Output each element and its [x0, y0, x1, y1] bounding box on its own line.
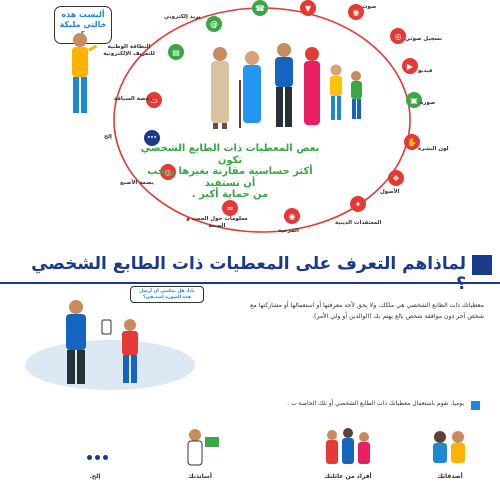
- driving-license-icon: ▭: [146, 92, 162, 108]
- at-sign-icon: @: [206, 16, 222, 32]
- ring-node-label: معلومات حول الجسد و الصحة: [186, 216, 248, 229]
- ring-node-label: إلخ: [104, 134, 112, 140]
- image-icon: ▣: [406, 92, 422, 108]
- ring-node-label: لون البشرة: [418, 146, 449, 152]
- section-title: لماذاهم التعرف على المعطيات ذات الطابع ا…: [31, 254, 466, 294]
- eye-icon: ◉: [284, 208, 300, 224]
- ring-node-label: البطاقة الوطنية للتعريف الإلكترونية: [103, 44, 155, 57]
- who-family-members: أفراد من عائلتك: [324, 473, 372, 480]
- more-dots-icon: •••: [144, 130, 160, 146]
- phone-icon: ☎: [252, 0, 268, 16]
- sensitive-data-note: بعض المعطيات ذات الطابع الشخصي تكون أكثر…: [140, 143, 320, 200]
- ring-node-label: رخصة السياقة: [114, 96, 153, 102]
- hand-icon: ✋: [404, 134, 420, 150]
- list-bullet: [471, 401, 480, 410]
- people-illustrations: [187, 428, 465, 466]
- speaking-head-icon: ◉: [348, 4, 364, 20]
- section-marker: [472, 255, 492, 275]
- data-ring-infographic: ◉صوت◎تسجيل صوتي▶فيديو▣صورة✋لون البشرة❖ال…: [0, 0, 500, 245]
- ownership-paragraph: معطياتك ذات الطابع الشخصي هي ملكك، ولا ي…: [250, 302, 484, 320]
- ring-node-label: صوت: [362, 4, 377, 10]
- section-divider: [0, 282, 500, 284]
- ring-node-label: بريد إلكتروني: [164, 14, 201, 20]
- family-tree-icon: ❖: [388, 170, 404, 186]
- child-speech-bubble: أليست هذه خالتي مليكة ؟: [54, 6, 112, 44]
- ring-node-label: فيديو: [418, 68, 433, 74]
- daily-use-lead: يوميا، تقوم باستعمال معطياتك ذات الطابع …: [287, 400, 464, 407]
- more-dots-icon: [87, 455, 108, 460]
- ring-node-label: المعتقدات الدينية: [335, 220, 382, 226]
- id-card-icon: ▤: [168, 44, 184, 60]
- video-icon: ▶: [402, 58, 418, 74]
- who-teachers: أساتذتك: [188, 473, 212, 480]
- family-illustration: [211, 43, 362, 129]
- ring-node-label: الأصول: [380, 189, 400, 195]
- who-friends: أصدقائك: [437, 473, 463, 480]
- ring-node-label: صورة: [420, 100, 436, 106]
- microphone-icon: ◎: [390, 28, 406, 44]
- son-speech-bubble: بابا، هل يمكنني أن أرسل هذه الصورة لصديق…: [130, 286, 204, 303]
- location-pin-icon: ▼: [300, 0, 316, 16]
- ring-node-label: بصمة الأصبع: [120, 180, 154, 186]
- ring-node-label: تسجيل صوتي: [405, 36, 443, 42]
- religion-icon: ✦: [350, 196, 366, 212]
- father-son-illustration: [25, 300, 195, 390]
- child-illustration: [72, 33, 98, 113]
- dna-icon: ≈: [222, 200, 238, 216]
- fingerprint-icon: ◎: [160, 164, 176, 180]
- ring-node-label: القزحية: [278, 228, 299, 234]
- who-etc: إلخ.: [89, 473, 101, 480]
